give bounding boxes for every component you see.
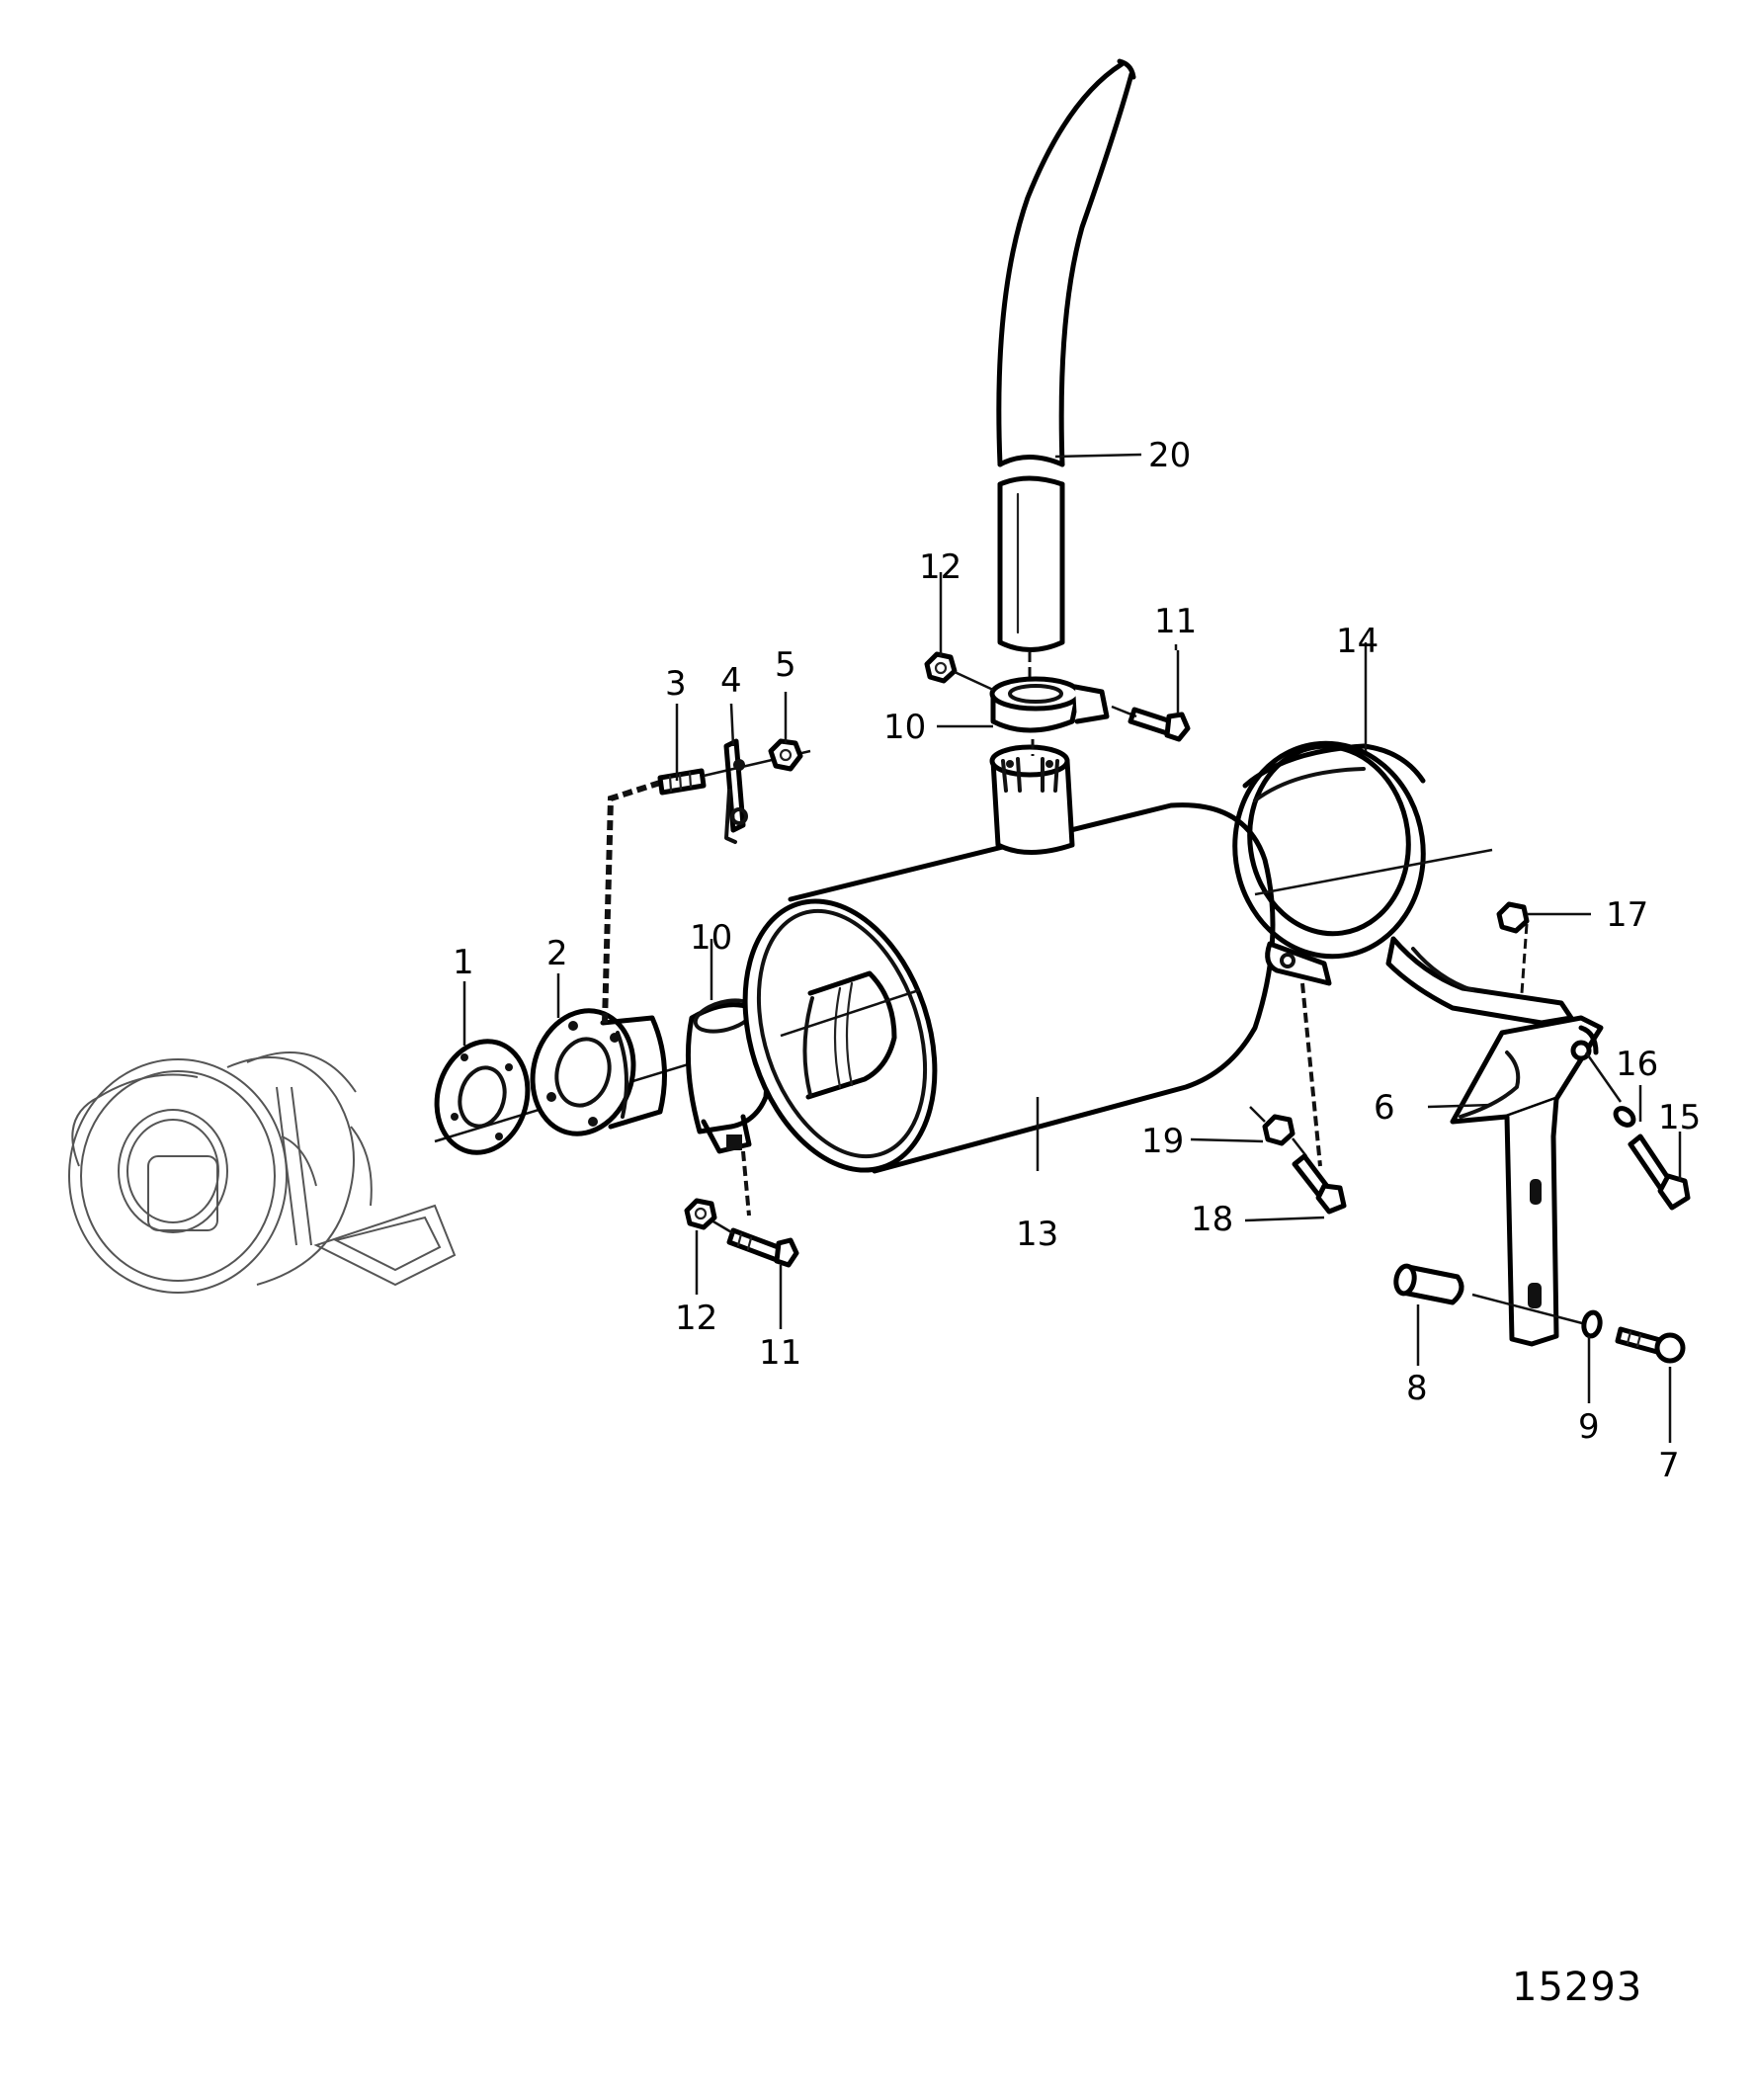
label-13: 13 <box>1016 1215 1058 1254</box>
label-1: 1 <box>453 943 474 982</box>
label-6: 6 <box>1374 1088 1395 1128</box>
bracket-clip <box>723 738 748 844</box>
washer-16 <box>1613 1106 1636 1128</box>
label-7: 7 <box>1658 1446 1680 1485</box>
label-2: 2 <box>546 934 568 973</box>
label-15: 15 <box>1658 1098 1701 1137</box>
label-11-lower: 11 <box>759 1333 801 1373</box>
nut <box>768 738 803 772</box>
label-19: 19 <box>1141 1122 1184 1161</box>
label-8: 8 <box>1406 1369 1428 1408</box>
label-10-upper: 10 <box>883 708 926 747</box>
label-14: 14 <box>1336 622 1379 661</box>
label-10-lower: 10 <box>690 918 732 958</box>
label-4: 4 <box>720 661 742 701</box>
label-17: 17 <box>1606 895 1648 935</box>
flange-pipe <box>530 1008 667 1136</box>
bolt-upper <box>1111 705 1191 742</box>
callout-labels: 1 2 3 4 5 6 7 8 9 10 10 11 11 12 12 13 1… <box>453 436 1701 1485</box>
label-18: 18 <box>1191 1200 1233 1239</box>
mounting-strap <box>1232 740 1574 1026</box>
turbocharger <box>68 1051 457 1294</box>
muffler <box>742 744 1276 1174</box>
bolt-15 <box>1628 1134 1691 1211</box>
nut-17 <box>1496 901 1530 934</box>
label-11-upper: 11 <box>1154 602 1197 641</box>
stud <box>657 768 707 796</box>
label-16: 16 <box>1616 1045 1658 1084</box>
label-12-upper: 12 <box>919 547 961 587</box>
nut-upper <box>924 651 994 692</box>
support-bracket <box>1450 1015 1604 1347</box>
bolt-18 <box>1292 1137 1347 1215</box>
gasket <box>434 1039 531 1155</box>
bolt-7 <box>1615 1326 1686 1364</box>
label-12-lower: 12 <box>675 1299 717 1338</box>
bolt-lower <box>726 1227 799 1268</box>
spacer-8 <box>1393 1263 1464 1305</box>
nut-19 <box>1249 1106 1295 1146</box>
label-20: 20 <box>1148 436 1191 475</box>
clamp-upper <box>989 676 1110 733</box>
label-9: 9 <box>1578 1407 1600 1447</box>
washer-9 <box>1581 1309 1603 1339</box>
leader-lines <box>462 453 1682 1443</box>
exhaust-stack <box>996 58 1136 652</box>
reference-number: 15293 <box>1512 1965 1642 2010</box>
label-5: 5 <box>775 645 796 685</box>
label-3: 3 <box>665 664 687 704</box>
nut-lower <box>684 1198 717 1230</box>
